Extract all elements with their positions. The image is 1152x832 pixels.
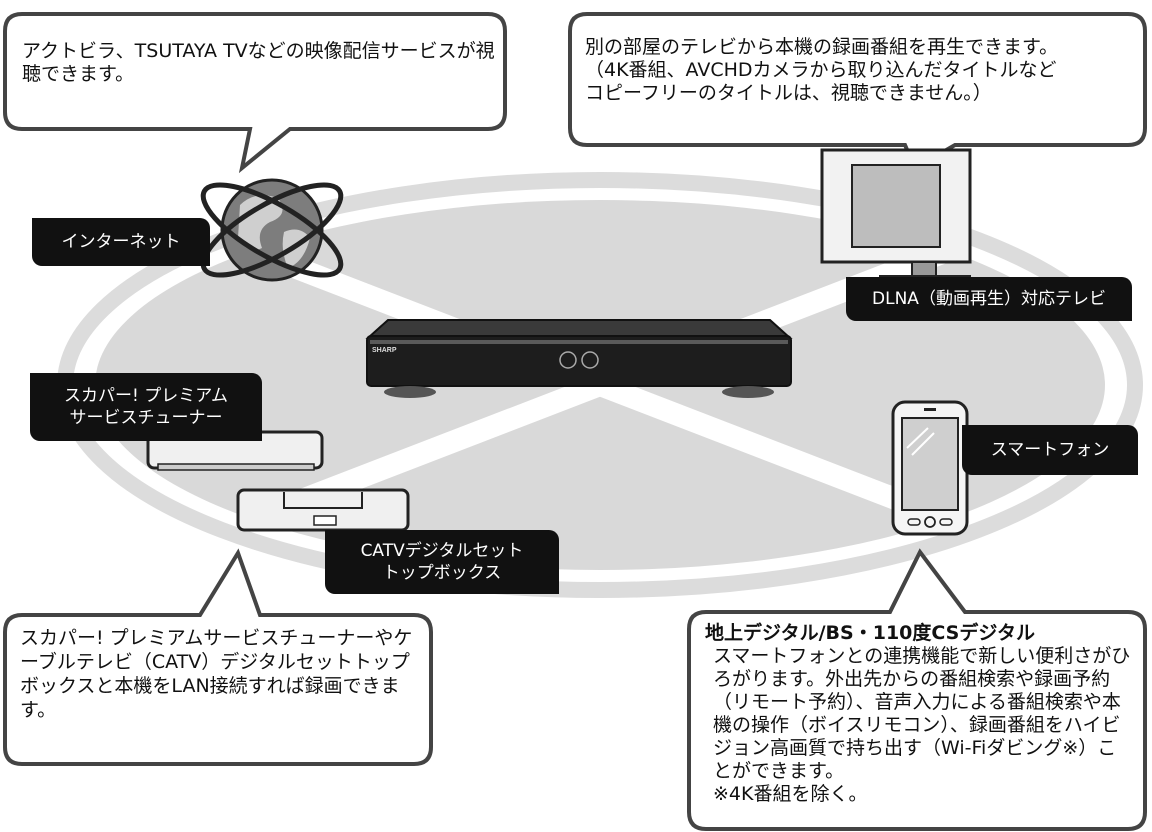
catv-box-icon — [236, 488, 410, 532]
label-smartphone: スマートフォン — [962, 425, 1138, 475]
bubble-phone-frame — [687, 548, 1147, 831]
smartphone-icon — [891, 400, 969, 536]
bubble-tv-text: 別の部屋のテレビから本機の録画番組を再生できます。 （4K番組、AVCHDカメラ… — [585, 36, 1059, 104]
bubble-internet-text: アクトビラ、TSUTAYA TVなどの映像配信サービスが視聴できます。 — [22, 40, 495, 85]
bubble-tuner-text: スカパー! プレミアムサービスチューナーやケーブルテレビ（CATV）デジタルセッ… — [20, 627, 413, 721]
bubble-internet-frame — [3, 12, 507, 174]
bubble-phone-text: 地上デジタル/BS・110度CSデジタル スマートフォンとの連携機能で新しい便利… — [705, 622, 1135, 806]
globe-icon — [200, 178, 344, 282]
recorder-icon — [365, 319, 793, 398]
recorder-brand: SHARP — [372, 347, 397, 354]
bubble-tuner-frame — [3, 548, 433, 766]
phone-bubble-body: スマートフォンとの連携機能で新しい便利さがひろがります。外出先からの番組検索や録… — [713, 645, 1131, 782]
label-skyperfec-tuner: スカパー! プレミアム サービスチューナー — [30, 373, 262, 441]
label-dlna-tv: DLNA（動画再生）対応テレビ — [846, 277, 1132, 321]
label-catv-box: CATVデジタルセット トップボックス — [325, 530, 559, 594]
label-internet: インターネット — [32, 218, 210, 266]
phone-bubble-note: ※4K番組を除く。 — [713, 783, 868, 805]
phone-bubble-heading: 地上デジタル/BS・110度CSデジタル — [705, 622, 1035, 644]
